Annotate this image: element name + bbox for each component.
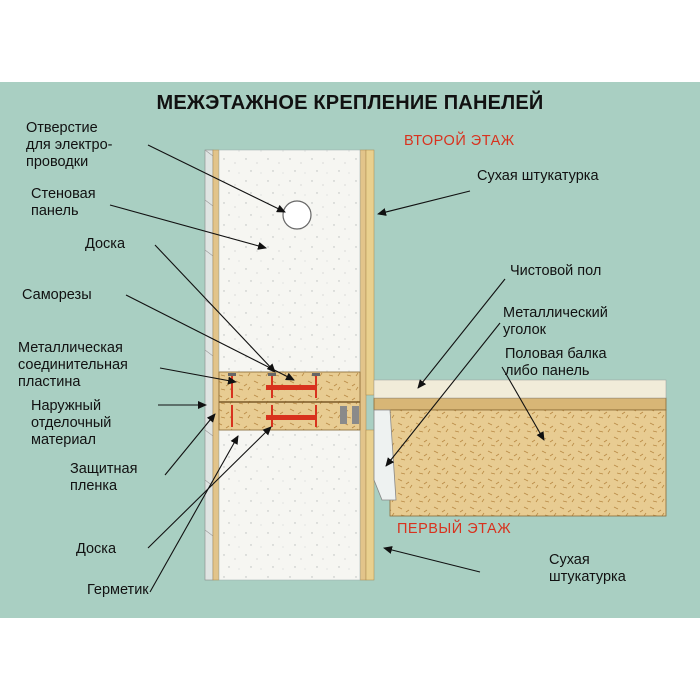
wall-panel-lower [218,429,361,581]
lower-floor-label: ПЕРВЫЙ ЭТАЖ [397,521,512,537]
exterior-siding [204,149,214,581]
finish-floor-layer [373,379,667,399]
diagram-title: МЕЖЭТАЖНОЕ КРЕПЛЕНИЕ ПАНЕЛЕЙ [156,92,544,114]
label-exterior-finish: Наружный отделочный материал [31,398,112,448]
label-sealant: Герметик [87,582,149,598]
inner-board [359,149,367,581]
leader-arrows [109,144,545,593]
label-board-upper: Доска [85,236,126,252]
drywall-lower-layer [365,429,375,581]
label-wall-panel: Стеновая панель [31,186,96,219]
metal-plate-icon [266,385,316,420]
outer-board [212,149,220,581]
label-floor-beam: Половая балка либо панель [505,346,607,379]
label-protective-film: Защитная пленка [70,461,138,494]
label-drywall-lower: Сухая штукатурка [549,552,626,585]
label-metal-plate: Металлическая соединительная пластина [18,340,128,390]
wall-panel-upper [218,149,361,373]
upper-floor-label: ВТОРОЙ ЭТАЖ [404,133,515,149]
label-drywall-upper: Сухая штукатурка [477,168,599,184]
label-board-lower: Доска [76,541,117,557]
wiring-hole-icon [282,200,312,230]
label-screws: Саморезы [22,287,92,303]
drywall-upper-layer [365,149,375,396]
joint-boards [218,371,361,431]
metal-angle-icon [373,409,397,501]
screw-heads [228,373,359,424]
label-metal-angle: Металлический уголок [503,305,608,338]
label-wiring-hole: Отверстие для электро- проводки [26,120,113,170]
floor-beam [373,379,667,517]
label-finish-floor: Чистовой пол [510,263,602,279]
